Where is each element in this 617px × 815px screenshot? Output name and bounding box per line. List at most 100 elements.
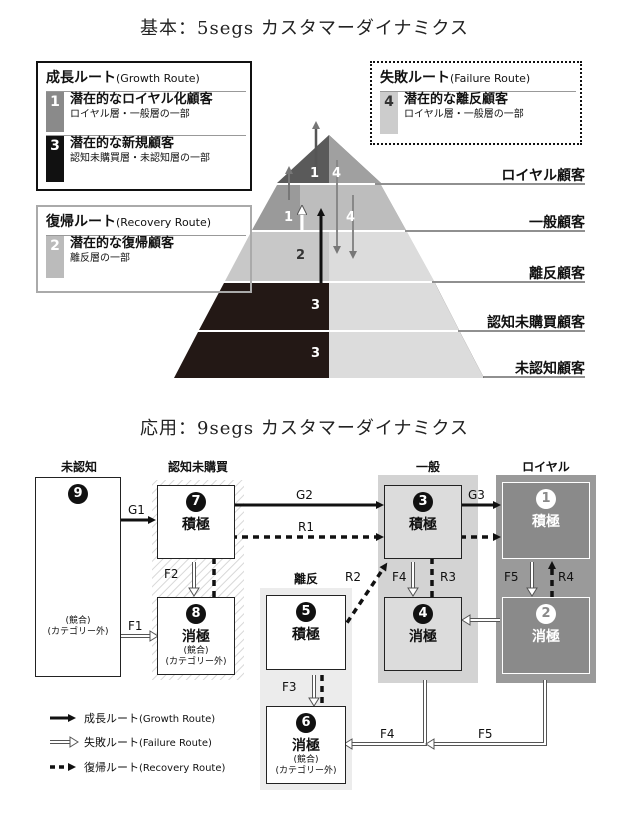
edge-label-g1: G1 [128, 503, 145, 517]
bottom-title: 応用：9segs カスタマーダイナミクス [140, 418, 469, 439]
failure-item-4: 4 潜在的な離反顧客 ロイヤル層・一般層の一部 [380, 91, 576, 134]
growth-title-en: (Growth Route) [116, 72, 200, 85]
node-5-lapsed-active: 5 積極 [266, 595, 346, 670]
growth-item-1-text: 潜在的なロイヤル化顧客 [70, 92, 213, 107]
node-8-sub2: (カテゴリー外) [165, 657, 227, 667]
column-head-aware-nonbuyer: 認知未購買 [167, 460, 228, 474]
level-aware-nonbuyer: 認知未購買顧客 [487, 315, 585, 331]
edge-label-f4-lower: F4 [380, 727, 395, 741]
node-5-num: 5 [296, 602, 316, 622]
node-6-num: 6 [296, 713, 316, 733]
node-3-label: 積極 [409, 517, 437, 533]
recovery-item-2-num: 2 [46, 236, 64, 278]
edge-label-r1: R1 [298, 520, 314, 534]
failure-route-title: 失敗ルート(Failure Route) [380, 67, 530, 87]
recovery-item-2-text: 潜在的な復帰顧客 [70, 236, 175, 251]
node-1-num: 1 [536, 489, 556, 509]
edge-label-f3: F3 [282, 680, 297, 694]
failure-item-4-text: 潜在的な離反顧客 [404, 92, 509, 107]
node-6-lapsed-passive: 6 消極 (競合) (カテゴリー外) [266, 706, 346, 784]
recovery-route-box: 復帰ルート(Recovery Route) 2 潜在的な復帰顧客 離反層の一部 [36, 205, 252, 293]
legend-growth-ja: 成長ルート [84, 712, 139, 725]
growth-item-3-num: 3 [46, 136, 64, 182]
recovery-item-2: 2 潜在的な復帰顧客 離反層の一部 [46, 235, 246, 278]
pyramid [174, 121, 585, 378]
growth-item-3-text: 潜在的な新規顧客 [70, 136, 175, 151]
edge-label-f2: F2 [164, 567, 179, 581]
recovery-title-ja: 復帰ルート [46, 214, 116, 230]
pyramid-label-3-lower: 3 [311, 346, 321, 361]
growth-item-1-num: 1 [46, 92, 64, 132]
failure-route-box: 失敗ルート(Failure Route) 4 潜在的な離反顧客 ロイヤル層・一般… [370, 61, 582, 145]
node-6-label: 消極 [292, 738, 320, 754]
node-3-general-active: 3 積極 [384, 485, 462, 559]
failure-item-4-num: 4 [380, 92, 398, 134]
node-8-num: 8 [186, 604, 206, 624]
node-9-sub1: (競合) [65, 616, 91, 626]
failure-item-4-sub: ロイヤル層・一般層の一部 [404, 109, 524, 120]
node-7-num: 7 [186, 492, 206, 512]
pyramid-label-3-upper: 3 [311, 298, 321, 313]
recovery-item-2-sub: 離反層の一部 [70, 253, 130, 264]
pyramid-label-2: 2 [296, 248, 306, 263]
node-8-label: 消極 [182, 629, 210, 645]
column-head-general: 一般 [415, 460, 440, 474]
edge-label-r4: R4 [558, 570, 574, 584]
column-head-unaware: 未認知 [60, 460, 97, 474]
pyramid-label-1-mid: 1 [284, 210, 294, 225]
edge-label-f5-lower: F5 [478, 727, 493, 741]
node-2-label: 消極 [532, 629, 560, 645]
level-loyal: ロイヤル顧客 [501, 168, 585, 184]
node-2-num: 2 [536, 604, 556, 624]
node-2-loyal-passive: 2 消極 [502, 597, 590, 674]
top-title: 基本：5segs カスタマーダイナミクス [140, 18, 469, 39]
edge-label-r3: R3 [440, 570, 456, 584]
growth-item-3-sub: 認知未購買層・未認知層の一部 [70, 153, 210, 164]
recovery-title-en: (Recovery Route) [116, 216, 212, 229]
growth-route-box: 成長ルート(Growth Route) 1 潜在的なロイヤル化顧客 ロイヤル層・… [36, 61, 252, 191]
edge-label-r2: R2 [345, 570, 361, 584]
level-general: 一般顧客 [529, 215, 585, 231]
legend-failure: 失敗ルート(Failure Route) [84, 734, 212, 750]
growth-route-title: 成長ルート(Growth Route) [46, 67, 200, 87]
column-head-lapsed: 離反 [293, 572, 318, 586]
edge-label-f5-upper: F5 [504, 570, 519, 584]
legend-recovery-en: (Recovery Route) [139, 763, 226, 774]
legend-failure-en: (Failure Route) [139, 738, 212, 749]
level-unaware: 未認知顧客 [515, 361, 585, 377]
growth-item-1: 1 潜在的なロイヤル化顧客 ロイヤル層・一般層の一部 [46, 91, 246, 132]
node-8-sub1: (競合) [183, 646, 209, 656]
edge-label-f4-upper: F4 [392, 570, 407, 584]
legend-recovery: 復帰ルート(Recovery Route) [84, 759, 225, 775]
node-4-num: 4 [413, 604, 433, 624]
node-8-aware-passive: 8 消極 (競合) (カテゴリー外) [157, 597, 235, 675]
node-4-label: 消極 [409, 629, 437, 645]
legend-growth: 成長ルート(Growth Route) [84, 710, 215, 726]
pyramid-label-4-mid: 4 [346, 210, 356, 225]
node-5-label: 積極 [292, 627, 320, 643]
node-9-sub2: (カテゴリー外) [47, 627, 109, 637]
pyramid-label-1-top: 1 [310, 166, 320, 181]
node-9-num: 9 [68, 484, 88, 504]
node-6-sub2: (カテゴリー外) [275, 766, 337, 776]
node-1-label: 積極 [532, 514, 560, 530]
pyramid-label-4-top: 4 [332, 166, 342, 181]
growth-item-1-sub: ロイヤル層・一般層の一部 [70, 109, 190, 120]
node-3-num: 3 [413, 492, 433, 512]
node-6-sub1: (競合) [293, 755, 319, 765]
edge-label-g2: G2 [296, 488, 313, 502]
legend-recovery-ja: 復帰ルート [84, 761, 139, 774]
node-1-loyal-active: 1 積極 [502, 482, 590, 559]
recovery-route-title: 復帰ルート(Recovery Route) [46, 211, 211, 231]
edge-label-f1: F1 [128, 619, 143, 633]
node-7-aware-active: 7 積極 [157, 485, 235, 559]
level-lapsed: 離反顧客 [529, 266, 585, 282]
failure-title-en: (Failure Route) [450, 72, 531, 85]
column-head-loyal: ロイヤル [522, 460, 570, 474]
failure-title-ja: 失敗ルート [380, 70, 450, 86]
growth-item-3: 3 潜在的な新規顧客 認知未購買層・未認知層の一部 [46, 135, 246, 182]
node-9-unaware: 9 (競合) (カテゴリー外) [35, 477, 121, 677]
node-7-label: 積極 [182, 517, 210, 533]
growth-title-ja: 成長ルート [46, 70, 116, 86]
edge-label-g3: G3 [468, 488, 485, 502]
